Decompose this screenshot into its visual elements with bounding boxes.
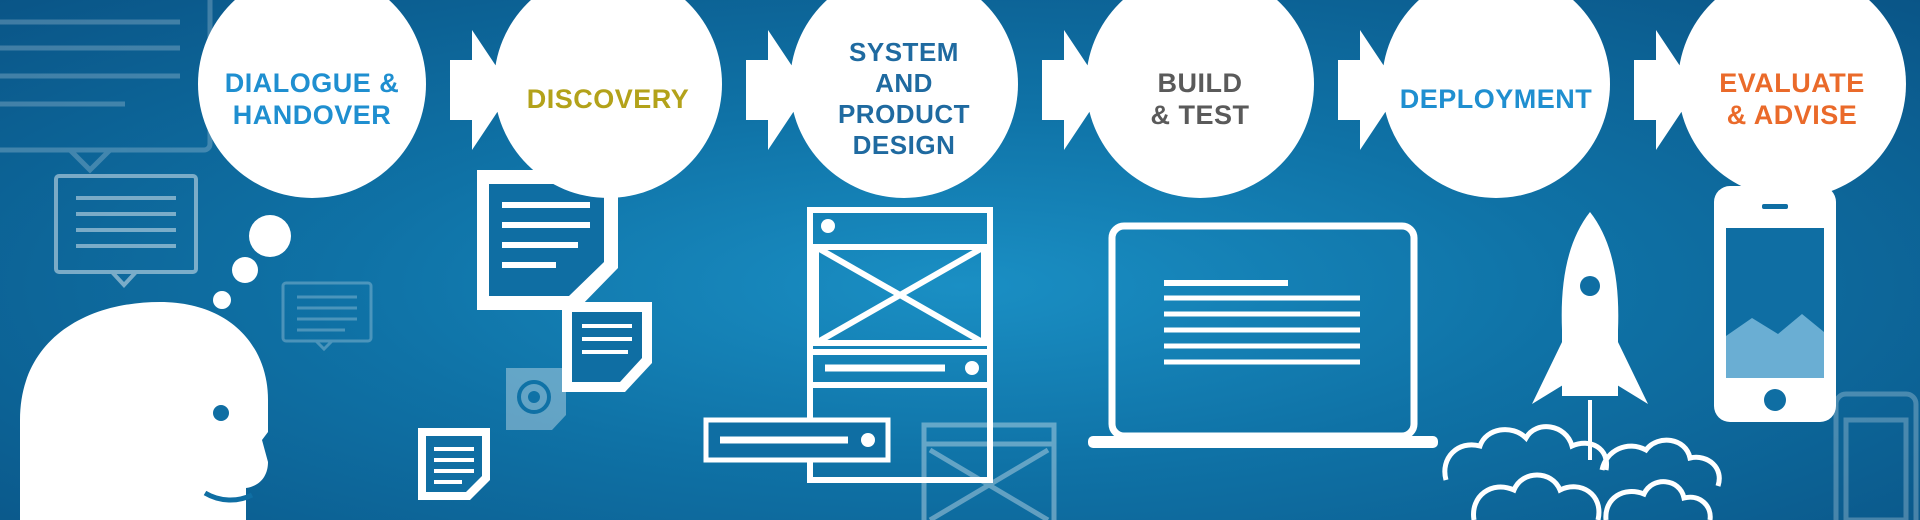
smoke-clouds-icon [1442,424,1722,520]
large-chat-bubble-icon [0,0,213,174]
step-label: BUILD & TEST [1150,68,1250,130]
step-dialogue-handover: DIALOGUE & HANDOVER [198,0,426,198]
step-discovery: DISCOVERY [494,0,722,198]
wireframe-layout-icon [807,207,993,483]
wireframe-dot-icon [965,361,979,375]
step-label: DEPLOYMENT [1399,84,1593,114]
step-label: DIALOGUE & HANDOVER [224,68,400,130]
arrow-right-icon [1338,30,1400,150]
step-label: EVALUATE & ADVISE [1719,68,1865,130]
step-deployment: DEPLOYMENT [1382,0,1610,198]
laptop-icon [1088,222,1438,448]
step-label: SYSTEM AND PRODUCT DESIGN [837,37,971,160]
step-label: DISCOVERY [526,84,690,114]
note-icon [418,428,490,500]
arrow-right-icon [450,30,512,150]
step-build-test: BUILD & TEST [1086,0,1314,198]
person-head-icon [20,302,268,520]
faint-phone-icon [1833,391,1919,520]
documents-icon [477,170,652,392]
small-chat-bubble-icon [281,281,373,352]
step-system-product-design: SYSTEM AND PRODUCT DESIGN [790,0,1018,198]
wireframe-dot-icon [821,219,835,233]
step-evaluate-advise: EVALUATE & ADVISE [1678,0,1906,198]
arrow-right-icon [1042,30,1104,150]
input-bar-icon [703,417,891,463]
faint-wireframe-icon [921,422,1057,520]
arrow-right-icon [1634,30,1696,150]
smartphone-icon [1714,186,1836,422]
arrow-right-icon [746,30,808,150]
camera-aperture-icon [506,368,566,430]
thought-bubble-dots-icon [213,215,291,309]
chat-bubble-icon [54,174,198,288]
rocket-icon [1532,212,1648,460]
